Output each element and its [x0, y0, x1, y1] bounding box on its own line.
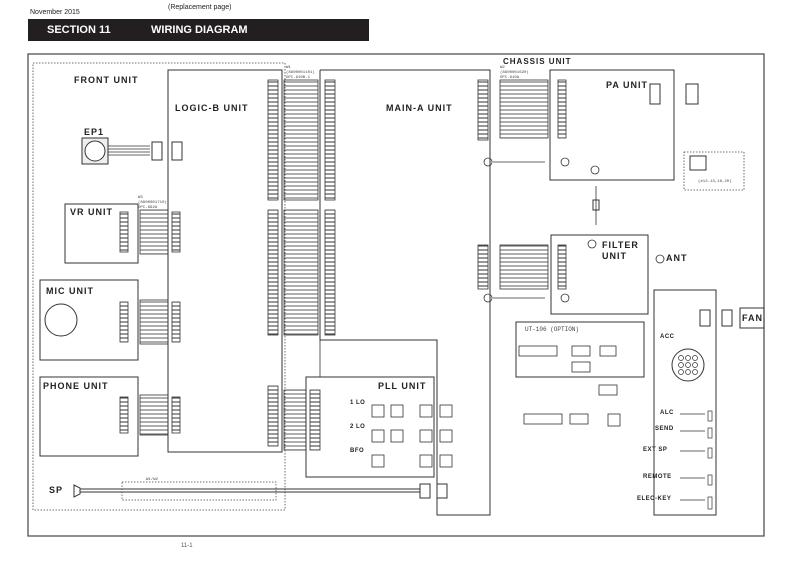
harness-mic [139, 299, 169, 345]
cable-w2-name: OPC-910A [500, 76, 520, 80]
cable-w3-name: OPC-892A [138, 206, 158, 210]
mic-unit-label: MIC UNIT [46, 286, 94, 296]
connector-ep1-logic [171, 141, 183, 161]
pa-unit-label: PA UNIT [606, 80, 648, 90]
connector-main-j4 [477, 244, 489, 290]
connector-main-j2 [324, 209, 336, 336]
fan-box [739, 307, 765, 329]
section-number: SECTION 11 [47, 24, 111, 36]
jack-alc-label: ALC [660, 410, 674, 416]
logic-b-unit-label: LOGIC-B UNIT [175, 103, 249, 113]
page-title: WIRING DIAGRAM [151, 24, 248, 36]
sp-cable-label: W1/W2 [146, 478, 159, 482]
connector-logic-j2 [267, 209, 279, 336]
filter-unit-label-2: UNIT [602, 251, 627, 261]
jack-remote-label: REMOTE [643, 474, 672, 480]
pa-note-label: (#12-13,18,20) [698, 180, 732, 184]
vr-unit-label: VR UNIT [70, 207, 113, 217]
pll-1lo-label: 1 LO [350, 400, 366, 406]
pll-bfo-label: BFO [350, 448, 365, 454]
pll-box [305, 376, 435, 478]
jack-elec-key-label: ELEC-KEY [637, 496, 672, 502]
header-date: November 2015 [30, 9, 80, 16]
cable-w1-id: W1 [286, 66, 291, 70]
sp-cable-shield [121, 481, 277, 501]
cable-w1-part: (8900001101) [286, 71, 315, 75]
mic-box [39, 279, 139, 361]
harness-phone [139, 394, 169, 436]
harness-vr [139, 209, 169, 255]
phone-box [39, 376, 139, 457]
cable-w3-part: (8900001710) [138, 201, 167, 205]
jack-ext-sp-label: EXT SP [643, 447, 668, 453]
connector-vr-logic [171, 211, 181, 253]
connector-logic-j1 [267, 79, 279, 201]
cable-w1-name: OPC-910B-1 [286, 76, 311, 80]
pa-note-box [683, 151, 745, 191]
jack-acc-label: ACC [660, 334, 675, 340]
fan-label: FAN [742, 313, 763, 323]
cable-w2-id: W2 [500, 66, 505, 70]
pa-box [549, 69, 675, 181]
sp-speaker-icon [73, 484, 81, 498]
pll-2lo-label: 2 LO [350, 424, 366, 430]
harness-main-chassis [499, 79, 549, 139]
sp-label: SP [49, 485, 64, 495]
cable-w2-part: (8900001620) [500, 71, 529, 75]
main-a-unit-label: MAIN-A UNIT [386, 103, 453, 113]
connector-main-j3 [477, 79, 489, 141]
ep1-speaker-icon [84, 140, 106, 162]
cable-w3-id: W3 [138, 196, 143, 200]
jack-send-label: SEND [655, 426, 674, 432]
harness-logic-main-2 [283, 209, 319, 336]
vr-box [64, 203, 139, 264]
section-banner [28, 19, 369, 41]
header-note: (Replacement page) [168, 4, 232, 11]
acc-connector-icon [671, 348, 705, 382]
connector-pa [557, 79, 567, 139]
ut106-box [515, 321, 645, 378]
pll-unit-label: PLL UNIT [378, 381, 427, 391]
phone-unit-label: PHONE UNIT [43, 381, 109, 391]
connector-pll [309, 389, 321, 451]
filter-box [550, 234, 649, 315]
outer-frame [27, 53, 765, 537]
ut106-label: UT-106 (OPTION) [525, 326, 580, 333]
connector-logic-j3 [267, 385, 279, 447]
page-number: 11-1 [181, 543, 193, 549]
connector-ep1 [151, 141, 163, 161]
connector-phone [119, 396, 129, 434]
harness-filter [499, 244, 549, 290]
ep1-label: EP1 [84, 127, 105, 137]
filter-unit-label-1: FILTER [602, 240, 639, 250]
connector-filter [557, 244, 567, 290]
connector-mic [119, 301, 129, 343]
logic-b-box [167, 69, 283, 453]
chassis-unit-label: CHASSIS UNIT [503, 57, 572, 66]
connector-phone-logic [171, 396, 181, 434]
front-unit-label: FRONT UNIT [74, 75, 139, 85]
main-a-outline [319, 69, 491, 516]
ant-label: ANT [666, 253, 688, 263]
connector-vr [119, 211, 129, 253]
connector-main-j1 [324, 79, 336, 201]
mic-connector-icon [44, 303, 78, 337]
connector-mic-logic [171, 301, 181, 343]
harness-pll [283, 389, 307, 451]
acc-box [653, 289, 717, 516]
harness-logic-main-1 [283, 79, 319, 201]
